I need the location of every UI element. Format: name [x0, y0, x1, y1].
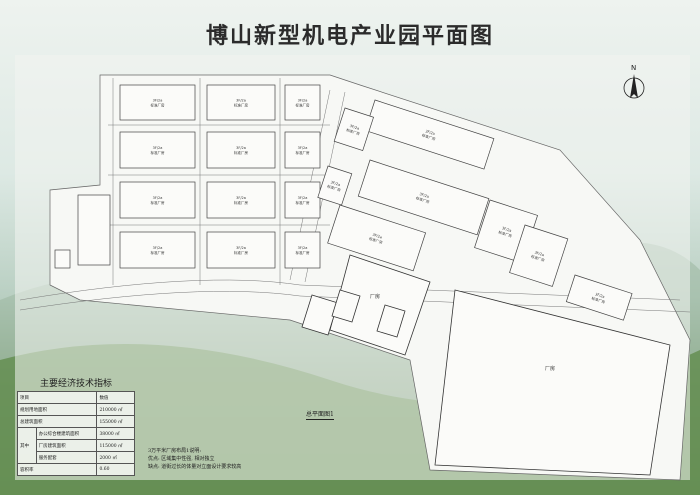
building-name: 标准厂房: [346, 127, 361, 136]
building-label: 3F/2a: [534, 250, 545, 257]
building-name: 标准厂房: [296, 200, 310, 205]
building-small: [54, 249, 71, 269]
building-label: 3F/2a: [298, 146, 308, 150]
building-label: 3F/2a: [298, 246, 308, 250]
building-label: 3F/2a: [153, 99, 163, 103]
north-arrow-icon: N: [623, 64, 645, 99]
row-value: 155000 ㎡: [96, 415, 135, 428]
building-name: 标准厂房: [530, 254, 545, 263]
main-building-label: 厂房: [370, 293, 380, 300]
row-value: 0.60: [96, 463, 135, 476]
plan-caption: 总平面图1: [306, 411, 334, 420]
building-name: 标准厂房: [415, 195, 430, 204]
building-label: 3F/2a: [298, 196, 308, 200]
row-label: 容积率: [16, 463, 98, 476]
building-label: 3F/2a: [153, 196, 163, 200]
row-group: 其中: [17, 427, 37, 464]
building-label: 3F/2a: [236, 196, 246, 200]
building-label: 3F/2a: [153, 146, 163, 150]
header-item: 项目: [16, 391, 98, 404]
note-line: 缺点: 道街过长的体量对立面设计要求较高: [148, 464, 242, 470]
building-label: 3F/2a: [372, 233, 383, 240]
row-value: 2000 ㎡: [96, 451, 135, 464]
page-title: 博山新型机电产业园平面图: [205, 23, 494, 49]
building-name: 标准厂房: [421, 132, 436, 141]
building-name: 标准厂房: [368, 236, 383, 245]
building-name: 标准厂房: [296, 250, 310, 255]
row-label: 厂房建筑面积: [35, 439, 98, 452]
building-name: 标准厂房: [151, 103, 165, 108]
building-name: 标准厂房: [327, 183, 342, 192]
row-label: 服务配套: [35, 451, 98, 464]
note-line: 优点: 区域集中性强, 相对独立: [148, 456, 215, 462]
row-label: 规划用地面积: [16, 403, 98, 416]
row-label: 总建筑面积: [16, 415, 98, 428]
big-plot-label: 厂房: [545, 365, 555, 372]
building-name: 标准厂房: [234, 150, 248, 155]
building-name: 标准厂房: [151, 150, 165, 155]
building-name: 标准厂房: [234, 200, 248, 205]
row-value: 38000 ㎡: [96, 427, 135, 440]
building-label: 3F/2a: [298, 99, 308, 103]
building-name: 标准厂房: [151, 250, 165, 255]
building-label: 3F/2a: [236, 99, 246, 103]
layout-notes: 3万平米厂房布局1说明: 优点: 区域集中性强, 相对独立 缺点: 道街过长的体…: [148, 447, 241, 471]
row-value: 210000 ㎡: [96, 403, 135, 416]
building-label: 3F/2a: [236, 246, 246, 250]
note-line: 3万平米厂房布局1说明:: [148, 448, 202, 454]
building-name: 标准厂房: [498, 229, 513, 238]
table-title: 主要经济技术指标: [39, 379, 112, 389]
big-plot: [434, 289, 671, 476]
building-name: 标准厂房: [591, 295, 606, 304]
building-name: 标准厂房: [296, 150, 310, 155]
building-label: 3F/2a: [595, 292, 606, 299]
table-header: 项目数值: [16, 391, 135, 404]
building-name: 标准厂房: [151, 200, 165, 205]
building-name: 标准厂房: [234, 250, 248, 255]
row-value: 115000 ㎡: [96, 439, 135, 452]
building-label: 3F/2a: [153, 246, 163, 250]
building-label: 3F/2a: [349, 124, 360, 131]
row-label: 办公综合楼建筑面积: [35, 427, 98, 440]
building-name: 标准厂房: [234, 103, 248, 108]
building-label: 3F/2a: [419, 192, 430, 199]
building-label: 3F/2a: [425, 129, 436, 136]
building-label: 3F/2a: [501, 226, 512, 233]
building-name: 标准厂房: [296, 103, 310, 108]
building-left: [77, 194, 111, 266]
north-label: N: [631, 64, 636, 72]
header-value: 数值: [96, 391, 135, 404]
building-label: 3F/2a: [330, 180, 341, 187]
building-label: 3F/2a: [236, 146, 246, 150]
central-complex: [301, 254, 431, 356]
